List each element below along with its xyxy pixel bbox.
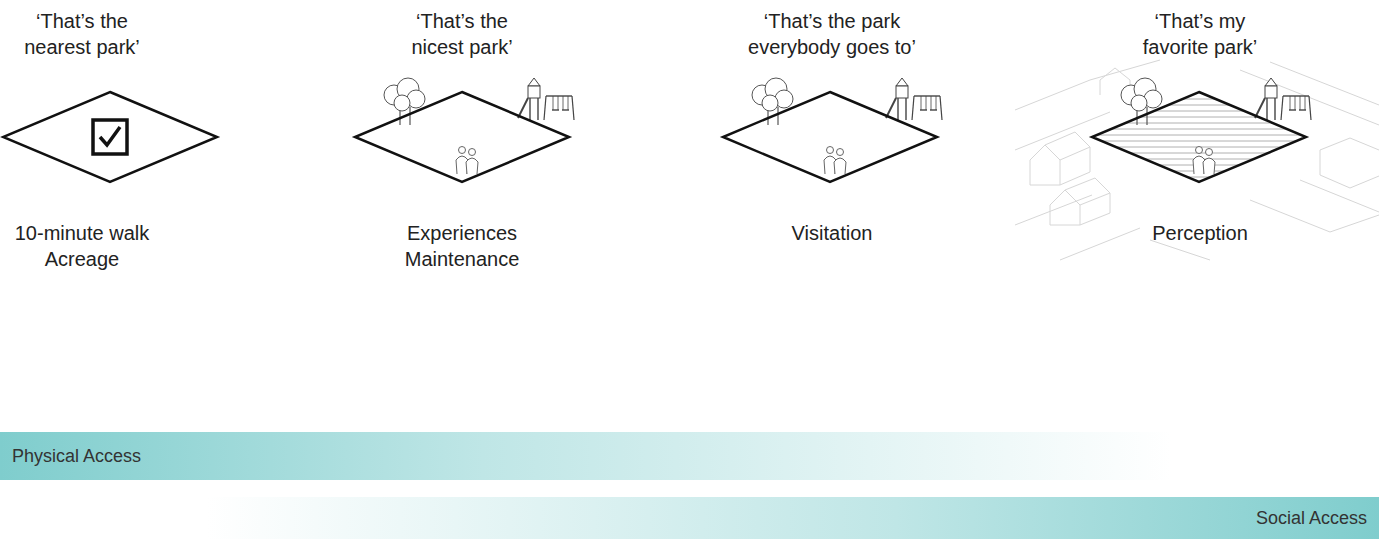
park-diamond: ‘That’s the park everybody goes to’ Visit… bbox=[702, 8, 962, 246]
park-diamond: ‘That’s the nearest park’ 10-minute walk … bbox=[0, 8, 212, 272]
park-diamond: ‘That’s my favorite park’ Perception bbox=[1070, 8, 1330, 246]
quote-text: ‘That’s the nearest park’ bbox=[12, 8, 152, 68]
quote-text: ‘That’s the park everybody goes to’ bbox=[737, 8, 927, 68]
metric-caption: Experiences Maintenance bbox=[380, 220, 545, 272]
neighbourhood-sketch bbox=[1015, 60, 1379, 260]
metric-caption: Visitation bbox=[750, 220, 915, 246]
diamond-outline bbox=[0, 89, 220, 185]
diamond-outline bbox=[352, 89, 572, 185]
park-diamond: ‘That’s the nicest park’ Experiences Main… bbox=[332, 8, 592, 272]
access-band: Social Access bbox=[0, 497, 1379, 539]
checkbox-icon bbox=[93, 120, 127, 154]
diamond-outline bbox=[720, 89, 940, 185]
quote-text: ‘That’s the nicest park’ bbox=[392, 8, 532, 68]
band-label: Social Access bbox=[0, 497, 1379, 539]
quote-text: ‘That’s my favorite park’ bbox=[1125, 8, 1275, 68]
access-band: Physical Access bbox=[0, 432, 1379, 480]
diamond-outline bbox=[1089, 89, 1309, 185]
park-features bbox=[384, 78, 1311, 174]
band-label: Physical Access bbox=[0, 432, 1379, 480]
metric-caption: 10-minute walk Acreage bbox=[0, 220, 165, 272]
metric-caption: Perception bbox=[1118, 220, 1283, 246]
hatch-fill bbox=[1092, 92, 1306, 182]
